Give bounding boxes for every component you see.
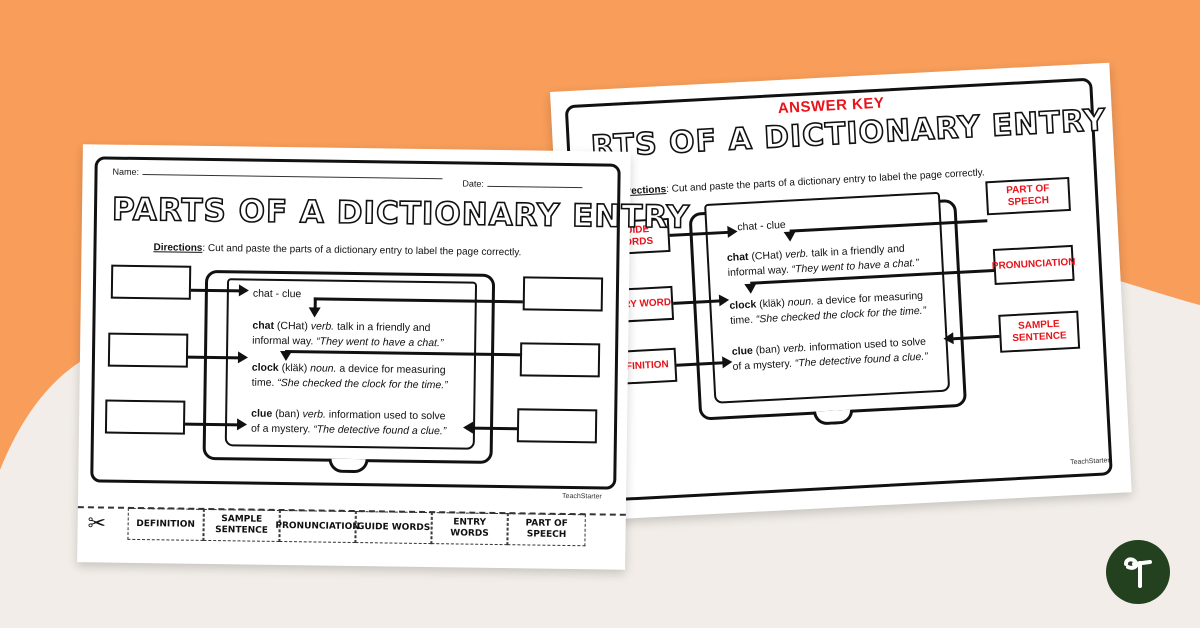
teach-starter-logo (1106, 540, 1170, 604)
cut-label-entry-words[interactable]: ENTRY WORDS (431, 512, 508, 546)
arrow-head-icon (279, 350, 293, 362)
arrow-head-icon (718, 293, 730, 307)
arrow-head-icon (744, 283, 757, 295)
answer-key-worksheet: ANSWER KEY RTS OF A DICTIONARY ENTRY Dir… (550, 62, 1132, 522)
cut-label-part-of-speech[interactable]: PART OF SPEECH (507, 513, 586, 547)
answer-label-pronunciation: PRONUNCIATION (992, 244, 1076, 285)
label-box-left-1[interactable] (110, 264, 192, 300)
arrow-head-icon (462, 421, 474, 434)
student-worksheet: Name: Date: PARTS OF A DICTIONARY ENTRY … (77, 144, 691, 570)
label-box-left-2[interactable] (107, 332, 189, 368)
cut-label-guide-words[interactable]: GUIDE WORDS (355, 511, 432, 545)
arrow-head-icon (237, 351, 249, 364)
scissors-icon: ✂ (87, 510, 107, 536)
answer-label-sample-sentence: SAMPLE SENTENCE (998, 310, 1081, 353)
date-field: Date: (462, 178, 582, 190)
entry-chat: chat (CHat) verb. talk in a friendly and… (252, 319, 444, 349)
arrow-head-icon (727, 225, 738, 238)
entry-clock: clock (kläk) noun. a device for measurin… (251, 361, 448, 391)
guide-words-text: chat - clue (252, 287, 302, 301)
logo-glyph-icon (1124, 557, 1152, 588)
directions-label: Directions (153, 242, 203, 254)
guide-words-text: chat - clue (737, 218, 787, 234)
cut-label-definition[interactable]: DEFINITION (127, 507, 204, 541)
arrow-head-icon (236, 418, 248, 431)
label-box-left-3[interactable] (104, 399, 186, 435)
cut-label-pronunciation[interactable]: PRONUNCIATION (275, 509, 360, 544)
label-box-right-2[interactable] (519, 342, 601, 378)
answer-label-part-of-speech: PART OF SPEECH (985, 176, 1071, 216)
cut-strip: ✂ DEFINITION SAMPLE SENTENCE PRONUNCIATI… (77, 498, 626, 550)
arrow-head-icon (308, 307, 321, 318)
entry-clue: clue (ban) verb. information used to sol… (250, 407, 447, 437)
label-box-right-1[interactable] (522, 276, 604, 312)
arrow-head-icon (943, 332, 954, 345)
arrow-head-icon (783, 231, 797, 242)
arrow-head-icon (722, 355, 733, 369)
cut-label-sample-sentence[interactable]: SAMPLE SENTENCE (203, 508, 280, 542)
label-box-right-3[interactable] (516, 408, 598, 444)
arrow-head-icon (238, 284, 250, 297)
arrow-right-3 (472, 426, 520, 431)
brand-mark: TeachStarter (562, 492, 602, 501)
